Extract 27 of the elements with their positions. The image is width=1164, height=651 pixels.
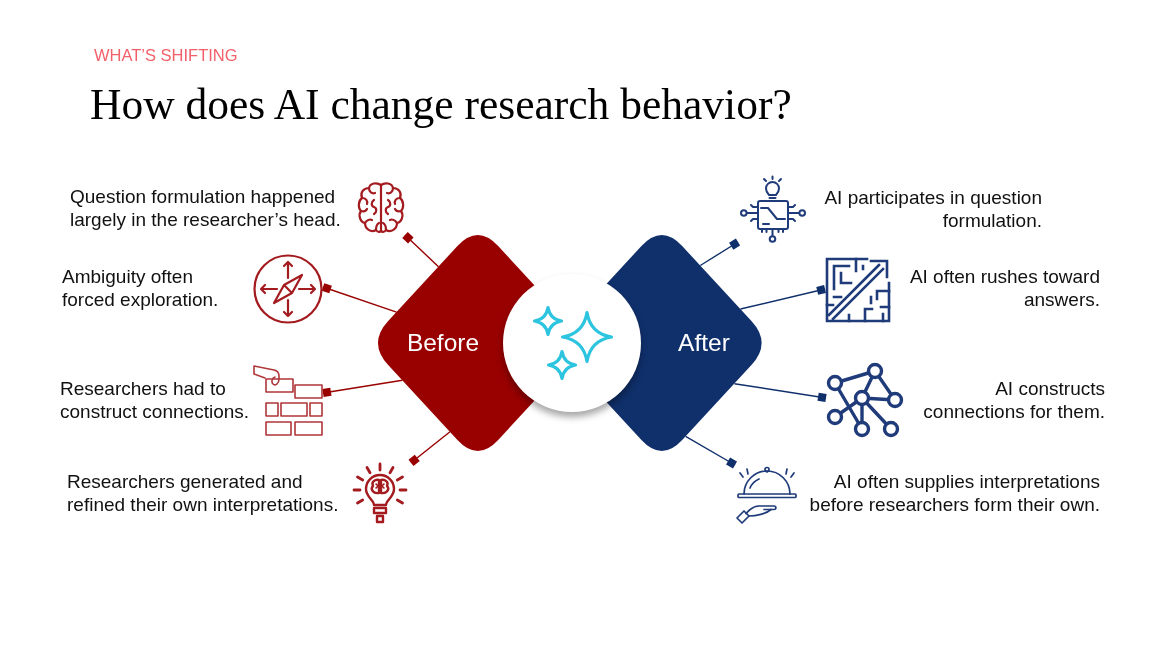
connector-line (684, 435, 737, 469)
hand-bricks-icon (253, 365, 323, 437)
description-text: AI often rushes toward answers. (908, 265, 1100, 311)
phase-label: After (678, 328, 730, 358)
description-text: AI participates in question formulation. (823, 186, 1042, 232)
maze-arrow-icon (825, 257, 891, 323)
connector-line (402, 232, 440, 268)
connector-line (321, 283, 398, 313)
kicker-text: WHAT’S SHIFTING (94, 45, 238, 65)
network-icon (826, 362, 904, 438)
connector-line (739, 285, 826, 310)
description-text: Question formulation happened largely in the researcher’s head. (70, 185, 342, 231)
connector-line (408, 431, 451, 466)
description-text: Researchers generated and refined their own interpretations. (67, 470, 340, 516)
chip-lightbulb-icon (738, 175, 808, 243)
description-text: AI constructs connections for them. (922, 377, 1105, 423)
compass-icon (253, 254, 323, 324)
connector-line (699, 238, 741, 267)
brain-icon (357, 181, 405, 235)
serving-cloche-icon (735, 465, 799, 525)
phase-label: Before (406, 328, 480, 358)
description-text: Researchers had to construct connections. (60, 377, 251, 423)
description-text: Ambiguity often forced exploration. (62, 265, 220, 311)
connector-line (322, 379, 404, 397)
connector-line (733, 383, 827, 402)
description-text: AI often supplies interpretations before researchers form their own. (808, 470, 1100, 516)
slide-title: How does AI change research behavior? (90, 79, 792, 129)
